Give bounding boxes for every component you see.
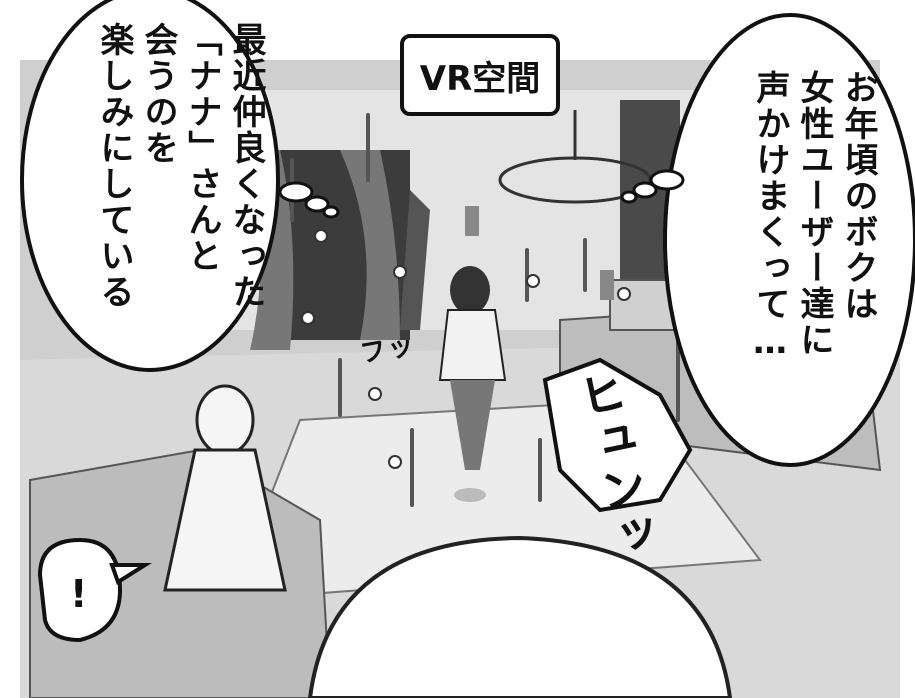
location-label: VR空間 xyxy=(400,34,560,116)
exclaim-bubble-text: ! xyxy=(70,572,88,616)
right-thought-bubble-text: お年頃のボクは 女性ユーザー達に 声かけまくって… xyxy=(750,70,878,364)
left-thought-bubble-text: 最近仲良くなった 「ナナ」さんと 会うのを 楽しみにしている xyxy=(94,22,266,310)
